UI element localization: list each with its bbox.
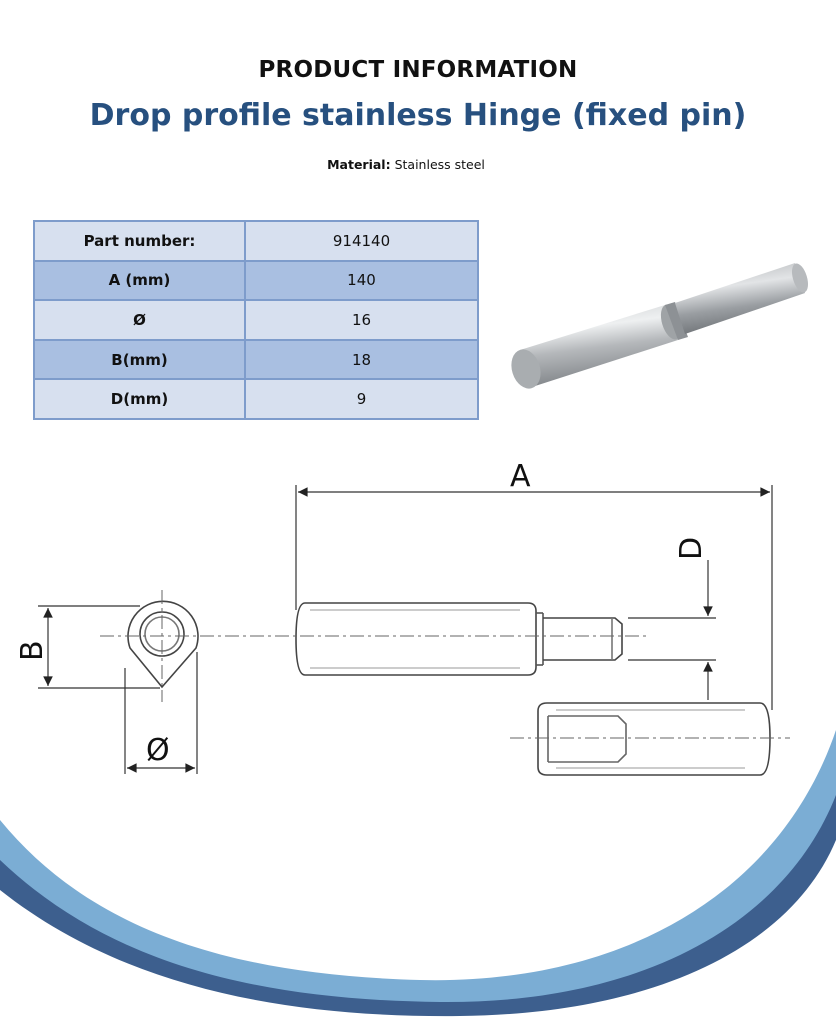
product-name: Drop profile stainless Hinge (fixed pin) — [89, 98, 747, 133]
row-label: Ø — [33, 299, 246, 341]
material-line: Material: Stainless steel — [0, 157, 812, 172]
pin-barrel — [511, 304, 682, 389]
row-value: 16 — [244, 299, 479, 341]
table-row: A (mm) 140 — [33, 259, 479, 302]
table-row: D(mm) 9 — [33, 378, 479, 420]
row-value: 140 — [244, 259, 479, 302]
side-view-sleeve — [537, 702, 771, 776]
row-value: 914140 — [244, 220, 479, 262]
row-value: 9 — [244, 378, 479, 420]
row-label: D(mm) — [33, 378, 246, 420]
dim-d-label: D — [674, 537, 709, 560]
table-row: Part number: 914140 — [33, 220, 479, 262]
end-view — [127, 600, 199, 689]
row-label: Part number: — [33, 220, 246, 262]
spec-table: Part number: 914140 A (mm) 140 Ø 16 B(mm… — [33, 220, 479, 420]
dim-a-label: A — [510, 459, 531, 494]
doc-title: PRODUCT INFORMATION — [258, 57, 578, 83]
table-row: Ø 16 — [33, 299, 479, 341]
dim-b-label: B — [15, 640, 50, 661]
material-label: Material: — [327, 157, 391, 172]
dim-diameter-label: Ø — [146, 733, 170, 768]
row-label: B(mm) — [33, 338, 246, 381]
technical-drawing: A B D Ø — [15, 459, 790, 776]
row-label: A (mm) — [33, 259, 246, 302]
table-row: B(mm) 18 — [33, 338, 479, 381]
row-value: 18 — [244, 338, 479, 381]
pin-shaft — [675, 263, 809, 334]
side-view-pin — [295, 602, 623, 676]
material-value: Stainless steel — [394, 157, 485, 172]
hinge-pin-photo — [511, 263, 809, 389]
footer-wave — [0, 730, 836, 1024]
